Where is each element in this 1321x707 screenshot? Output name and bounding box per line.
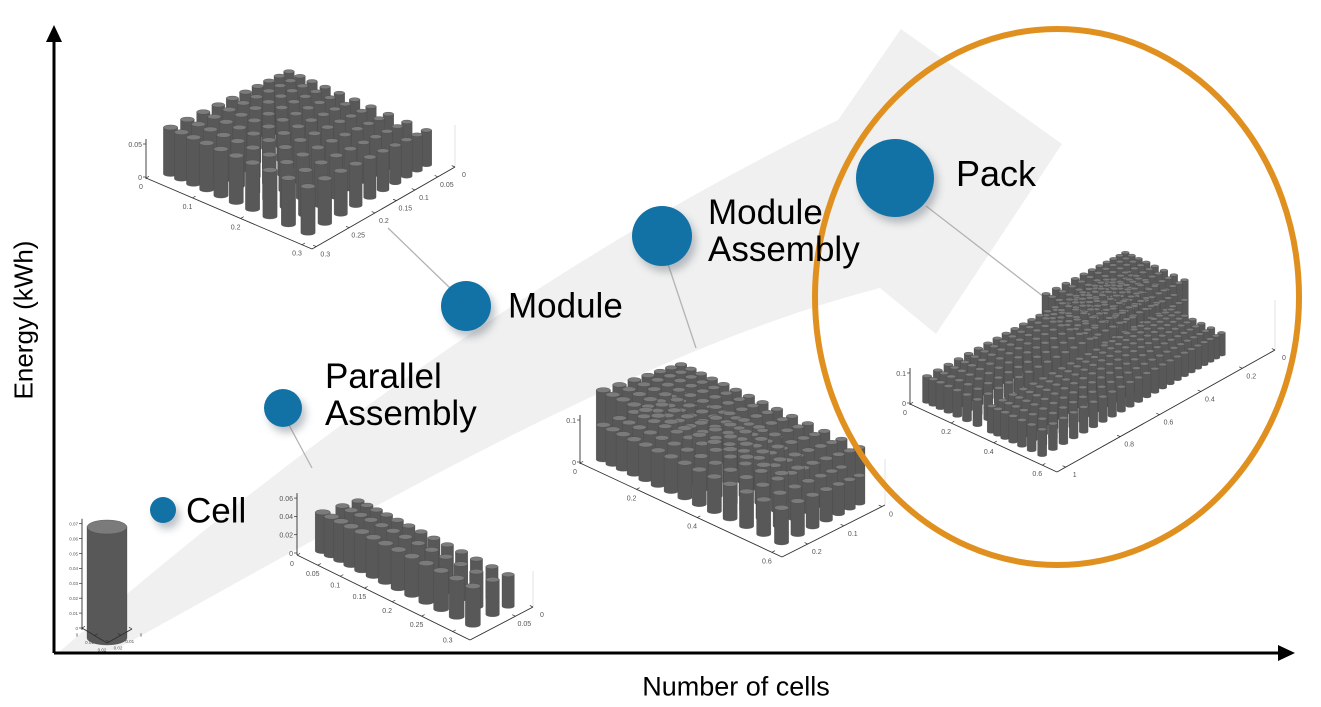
pack-3d-plot: 0 0.1 0 0.2 0.4 0.6 1 0.8 0.6 0.4 0.2 0	[896, 251, 1286, 479]
tick-label: 0.1	[183, 204, 193, 211]
stage-marker-cell	[150, 497, 176, 523]
tick-label: 0.1	[419, 195, 429, 202]
tick-label: 0.2	[627, 495, 637, 502]
tick-label: 0.3	[320, 252, 330, 259]
tick-label: 0.01	[69, 611, 78, 616]
tick-label: 0.02	[98, 648, 107, 653]
tick-label: 0	[1282, 355, 1286, 362]
tick-label: 0.6	[1164, 420, 1174, 427]
tick-label: 0.1	[330, 582, 340, 589]
tick-label: 0.04	[279, 514, 293, 521]
tick-label: 0.04	[69, 566, 78, 571]
tick-label: 0	[572, 460, 576, 467]
tick-label: 0.02	[69, 596, 78, 601]
tick-label: 0.06	[69, 536, 78, 541]
tick-label: 0.07	[69, 522, 78, 527]
tick-label: 0.6	[1032, 471, 1042, 478]
module-3d-plot: 0 0.05 0 0.1 0.2 0.3 0.3 0.25 0.2 0.15 0.1 0.05 0	[128, 69, 466, 259]
y-axis-arrowhead	[46, 25, 62, 42]
tick-label: 0.06	[279, 496, 293, 503]
tick-label: 0.1	[848, 531, 858, 538]
tick-label: 0.01	[85, 640, 94, 645]
tick-label: 0.2	[812, 549, 822, 556]
tick-label: 0.2	[231, 224, 241, 231]
tick-label: 0	[540, 612, 544, 619]
tick-label: 0	[903, 410, 907, 417]
tick-label: 0.25	[410, 622, 424, 629]
tick-label: 0.4	[984, 449, 994, 456]
x-axis-label: Number of cells	[642, 671, 830, 702]
tick-label: 0	[139, 184, 143, 191]
tick-label: 0.05	[128, 142, 142, 149]
tick-label: 0.05	[518, 621, 532, 628]
tick-label: 0.4	[687, 524, 697, 531]
tick-label: 0.01	[125, 639, 134, 644]
tick-label: 0	[289, 551, 293, 558]
tick-label: 0.3	[443, 638, 453, 645]
tick-label: 0	[902, 401, 906, 408]
stage-label-parallel-assembly: Parallel Assembly	[325, 356, 477, 433]
tick-label: 0.25	[351, 233, 365, 240]
tick-label: 0.03	[69, 581, 78, 586]
tick-label: 0.2	[1246, 373, 1256, 380]
tick-label: 0.15	[399, 206, 413, 213]
stage-label-module: Module	[508, 286, 623, 326]
tick-label: 0.1	[566, 418, 576, 425]
stage-label-cell: Cell	[186, 491, 247, 531]
stage-marker-parallel-assembly	[264, 389, 302, 427]
module-assembly-3d-plot: 0 0.1 0 0.2 0.4 0.6 0.2 0.1 0	[566, 362, 893, 565]
tick-label: 0	[76, 633, 79, 638]
tick-label: 0.8	[1124, 442, 1134, 449]
tick-label: 0	[462, 172, 466, 179]
tick-label: 0	[140, 633, 143, 638]
tick-label: 0.02	[279, 533, 293, 540]
stage-marker-pack	[856, 139, 934, 217]
tick-label: 0.05	[306, 571, 320, 578]
parallel-assembly-3d-plot: 0 0.02 0.04 0.06 0 0.05 0.1 0.15 0.2 0.25 0.3 0.05 0	[279, 493, 544, 645]
stage-label-pack: Pack	[956, 152, 1037, 194]
stage-marker-module	[441, 281, 491, 331]
tick-label: 0	[138, 175, 142, 182]
tick-label: 0	[889, 512, 893, 519]
tick-label: 0.6	[762, 558, 772, 565]
tick-label: 0.3	[292, 251, 302, 258]
tick-label: 0.15	[353, 594, 367, 601]
stage-label-module-assembly: Module Assembly	[708, 192, 860, 269]
tick-label: 0	[573, 469, 577, 476]
x-axis-arrowhead	[1278, 645, 1295, 661]
tick-label: 0	[290, 561, 294, 568]
tick-label: 0.2	[382, 608, 392, 615]
tick-label: 0	[75, 626, 78, 631]
tick-label: 0.1	[896, 371, 906, 378]
tick-label: 0.4	[1205, 396, 1215, 403]
tick-label: 0.2	[379, 218, 389, 225]
stage-marker-module-assembly	[632, 206, 692, 266]
connector-module-assembly	[667, 263, 697, 349]
tick-label: 0.05	[69, 551, 78, 556]
tick-label: 0.2	[941, 429, 951, 436]
y-axis-label: Energy (kWh)	[8, 240, 39, 400]
tick-label: 1	[1073, 472, 1077, 479]
tick-label: 0.05	[440, 182, 454, 189]
tick-label: 0.02	[114, 645, 123, 650]
